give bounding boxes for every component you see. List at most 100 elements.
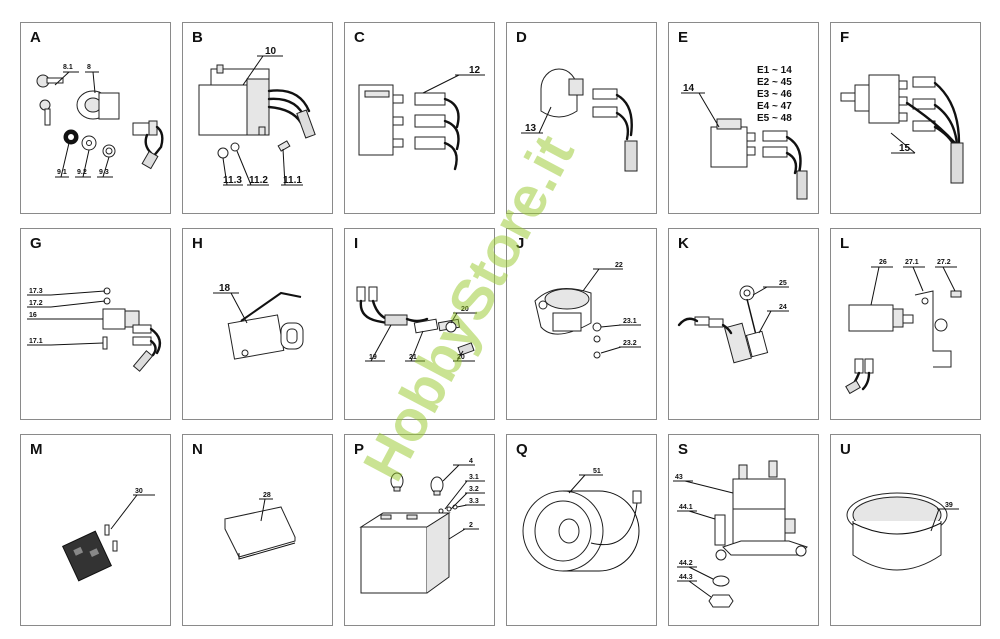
part-label: 3.3 [469,498,479,505]
part-label: 16 [29,312,37,319]
toggle-switch-diagram: 15 [840,74,964,184]
panel-p: P 4 3.1 3.2 3.3 2 [344,434,495,626]
ignition-switch-diagram: 8.1 8 9.1 9.2 9.3 [36,64,164,178]
circuit-board-diagram: 30 [61,488,155,582]
part-label: 14 [683,83,695,94]
part-label: 27.2 [937,259,951,266]
part-label: 25 [779,280,787,287]
part-label: 20 [461,306,469,313]
part-label: 10 [265,46,277,57]
panel-letter: K [678,235,689,252]
part-label: 21 [409,354,417,361]
panel-q: Q 51 [506,434,657,626]
part-label: 22 [615,262,623,269]
throttle-sensor-diagram: 22 23.1 23.2 [534,262,641,359]
part-label: 39 [945,502,953,509]
part-label: 17.2 [29,300,43,307]
panel-i: I 20 19 21 20 [344,228,495,420]
sensor-diagram: 13 [521,68,638,172]
panel-f: F 15 [830,22,981,214]
microswitch-diagram: 18 [213,283,304,360]
panel-letter: G [30,235,42,252]
part-label: 11.1 [283,175,302,186]
variant-label: E3 ~ 46 [757,89,792,100]
variant-label: E1 ~ 14 [757,65,792,76]
part-label: 26 [879,259,887,266]
panel-letter: D [516,29,527,46]
push-switch-diagram: E1 ~ 14 E2 ~ 45 E3 ~ 46 E4 ~ 47 E5 ~ 48 … [681,65,808,200]
part-label: 20 [457,354,465,361]
panel-letter: P [354,441,365,458]
panel-m: M 30 [20,434,171,626]
relay-switch-diagram: 10 11.3 11.2 11.1 [198,46,316,186]
battery-diagram: 4 3.1 3.2 3.3 2 [359,458,485,594]
part-label: 18 [219,283,231,294]
panel-c: C 12 [344,22,495,214]
part-label: 11.3 [223,175,242,186]
small-relay-diagram: 17.3 17.2 16 17.1 [27,287,162,372]
panel-letter: N [192,441,203,458]
part-label: 51 [593,468,601,475]
panel-s: S 43 44.1 44.2 44.3 [668,434,819,626]
part-label: 11.2 [249,175,268,186]
panel-letter: Q [516,441,528,458]
part-label: 44.1 [679,504,693,511]
variant-label: E2 ~ 45 [757,77,792,88]
panel-letter: C [354,29,365,46]
panel-h: H 18 [182,228,333,420]
part-label: 24 [779,304,787,311]
part-label: 4 [469,458,473,465]
panel-letter: L [840,235,850,252]
part-label: 43 [675,474,683,481]
part-label: 44.3 [679,574,693,581]
solenoid-diagram: 43 44.1 44.2 44.3 [673,460,808,608]
panel-l: L 26 27.1 27.2 [830,228,981,420]
part-label: 2 [469,522,473,529]
rocker-switch-diagram: 12 [358,65,485,171]
part-label: 30 [135,488,143,495]
gauge-cover-diagram: 39 [846,492,959,571]
panel-letter: F [840,29,850,46]
panel-letter: H [192,235,203,252]
panel-letter: J [516,235,525,252]
panel-letter: A [30,29,41,46]
panel-n: N 28 [182,434,333,626]
part-label: 15 [899,143,911,154]
panel-letter: U [840,441,851,458]
panel-b: B 10 11.3 11.2 11.1 [182,22,333,214]
part-label: 13 [525,123,537,134]
panel-k: K 25 24 [668,228,819,420]
panel-letter: B [192,29,203,46]
part-label: 23.2 [623,340,637,347]
buzzer-diagram: 51 [522,468,642,572]
part-label: 9.1 [57,169,67,176]
panel-u: U 39 [830,434,981,626]
panel-g: G 17.3 17.2 16 17.1 [20,228,171,420]
part-label: 17.3 [29,288,43,295]
part-label: 8 [87,64,91,71]
part-label: 9.3 [99,169,109,176]
part-label: 8.1 [63,64,73,71]
part-label: 17.1 [29,338,43,345]
variant-label: E5 ~ 48 [757,113,792,124]
part-label: 3.1 [469,474,479,481]
panel-d: D 13 [506,22,657,214]
panel-letter: E [678,29,689,46]
panel-letter: I [354,235,359,252]
push-button-bracket-diagram: 26 27.1 27.2 [845,259,962,395]
panel-e: E E1 ~ 14 E2 ~ 45 E3 ~ 46 E4 ~ 47 E5 ~ 4… [668,22,819,214]
part-label: 44.2 [679,560,693,567]
wiring-harness-diagram: 20 19 21 20 [356,286,477,362]
part-label: 19 [369,354,377,361]
panel-j: J 22 23.1 23.2 [506,228,657,420]
seat-switch-diagram: 25 24 [677,280,789,364]
panel-a: A 8.1 8 9.1 9.2 9.3 [20,22,171,214]
cover-cap-diagram: 28 [224,492,296,560]
panel-letter: S [678,441,689,458]
panel-letter: M [30,441,43,458]
part-label: 3.2 [469,486,479,493]
part-label: 23.1 [623,318,637,325]
part-label: 12 [469,65,481,76]
part-label: 9.2 [77,169,87,176]
variant-label: E4 ~ 47 [757,101,792,112]
